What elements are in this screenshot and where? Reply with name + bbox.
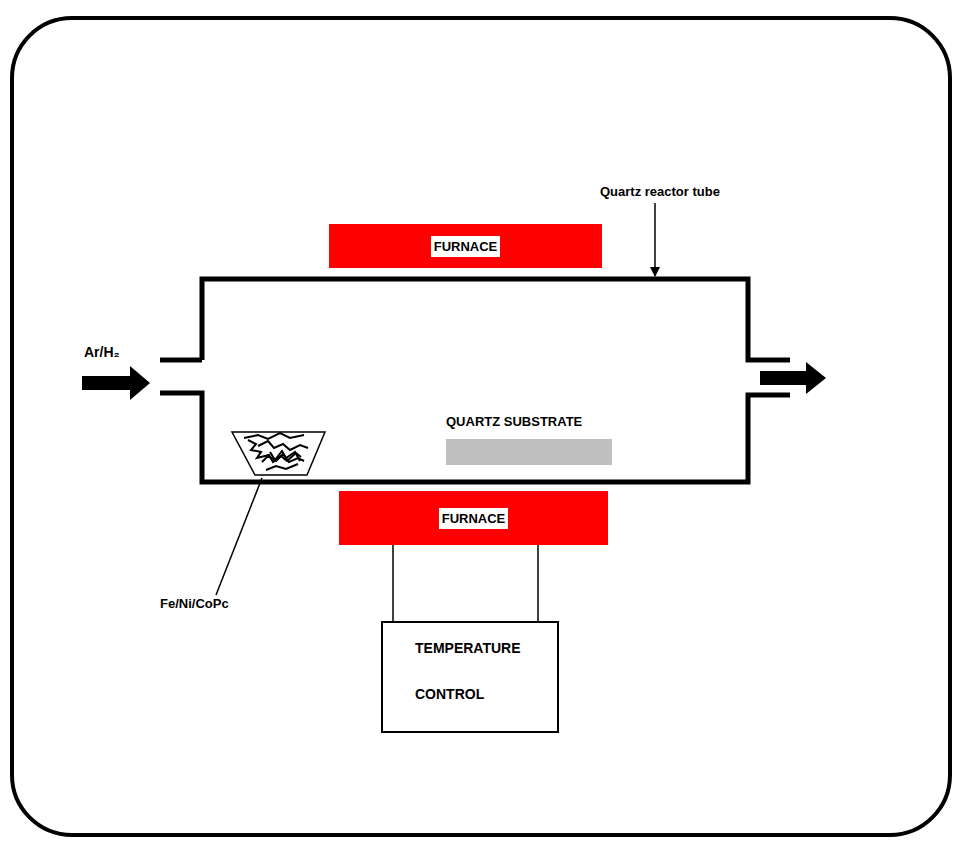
leader-line <box>654 203 656 276</box>
control-wire <box>537 545 539 621</box>
furnace-label: FURNACE <box>431 236 501 257</box>
powder-stroke <box>248 440 301 462</box>
gas-inlet-arrow <box>82 366 150 400</box>
powder-stroke <box>258 441 308 450</box>
gas-outlet-arrow <box>760 362 826 394</box>
furnace-label: FURNACE <box>439 508 509 529</box>
leader-line <box>216 478 262 595</box>
quartz-substrate-plate <box>446 439 612 465</box>
furnace-box: FURNACE <box>329 224 602 268</box>
control-box: TEMPERATURE CONTROL <box>381 621 559 733</box>
substrate-plate: QUARTZ SUBSTRATE <box>440 414 620 465</box>
powder-stroke <box>266 464 298 470</box>
sample-boat <box>232 432 325 475</box>
powder-stroke <box>270 451 300 461</box>
frame-border <box>12 18 950 835</box>
control-wire <box>392 545 394 621</box>
powder-stroke <box>244 433 304 439</box>
gas-label: Ar/H₂ <box>84 344 120 360</box>
precursor-powder <box>244 433 308 470</box>
furnace-box: FURNACE <box>339 491 608 545</box>
quartz-reactor-tube <box>160 279 790 482</box>
part-label: Quartz reactor tube <box>600 184 720 199</box>
part-label: Fe/Ni/CoPc <box>160 596 229 611</box>
substrate-label: QUARTZ SUBSTRATE <box>440 414 620 429</box>
control-label: TEMPERATURE CONTROL <box>415 625 533 717</box>
